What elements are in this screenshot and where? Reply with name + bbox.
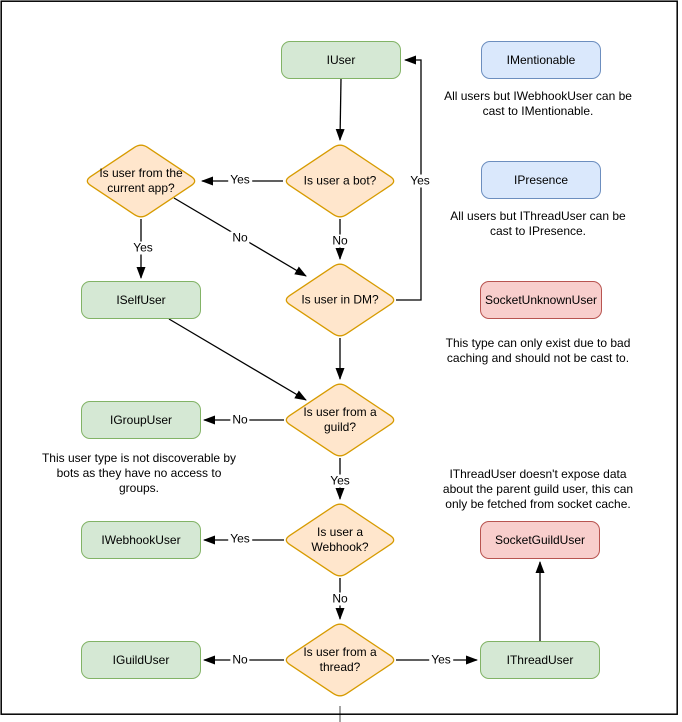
edge-label-thread-no: No [230,652,250,667]
node-socketguilduser-label: SocketGuildUser [494,533,586,547]
edge-label-guild-yes: Yes [328,473,352,488]
node-iselfuser: ISelfUser [81,281,201,319]
node-iselfuser-label: ISelfUser [116,293,166,307]
note-ipresence: All users but IThreadUser can be cast to… [450,209,626,238]
node-ithreaduser: IThreadUser [480,641,600,679]
edge-label-currentapp-no: No [230,230,250,245]
node-iuser-label: IUser [326,53,356,67]
edge-label-guild-no: No [230,412,250,427]
node-igroupuser-label: IGroupUser [109,413,173,427]
decision-is-webhook-label: Is user a Webhook? [311,525,369,554]
node-iguilduser: IGuildUser [81,641,201,679]
node-socketunknownuser-label: SocketUnknownUser [484,293,598,307]
edge-iselfuser-to-isguild [168,318,307,401]
node-iwebhookuser-label: IWebhookUser [101,533,181,547]
decision-is-current-app-label: Is user from the current app? [99,166,183,195]
node-iguilduser-label: IGuildUser [112,653,170,667]
decision-is-dm-label: Is user in DM? [301,292,379,307]
edge-label-bot-no: No [330,233,350,248]
note-ithreaduser: IThreadUser doesn't expose data about th… [442,467,634,511]
node-ithreaduser-label: IThreadUser [506,653,574,667]
decision-is-thread-label: Is user from a thread? [303,645,377,674]
node-socketunknownuser: SocketUnknownUser [480,281,602,319]
edge-label-thread-yes: Yes [429,652,453,667]
node-ipresence: IPresence [481,161,601,199]
node-imentionable: IMentionable [481,41,601,79]
note-socketunknownuser: This type can only exist due to bad cach… [445,336,631,365]
note-igroupuser: This user type is not discoverable by bo… [41,451,237,495]
decision-is-bot-label: Is user a bot? [303,173,377,188]
edge-label-webhook-yes: Yes [228,531,252,546]
node-iwebhookuser: IWebhookUser [81,521,201,559]
note-imentionable: All users but IWebhookUser can be cast t… [444,89,632,118]
node-igroupuser: IGroupUser [81,401,201,439]
node-iuser: IUser [281,41,401,79]
node-socketguilduser: SocketGuildUser [480,521,600,559]
node-imentionable-label: IMentionable [506,53,576,67]
edge-label-bot-yes: Yes [228,172,252,187]
node-ipresence-label: IPresence [513,173,569,187]
edge-label-currentapp-yes: Yes [131,240,155,255]
edge-iuser-to-isbot [335,78,345,141]
edge-label-dm-yes: Yes [408,173,432,188]
edge-label-webhook-no: No [330,591,350,606]
decision-is-guild-label: Is user from a guild? [303,405,377,434]
